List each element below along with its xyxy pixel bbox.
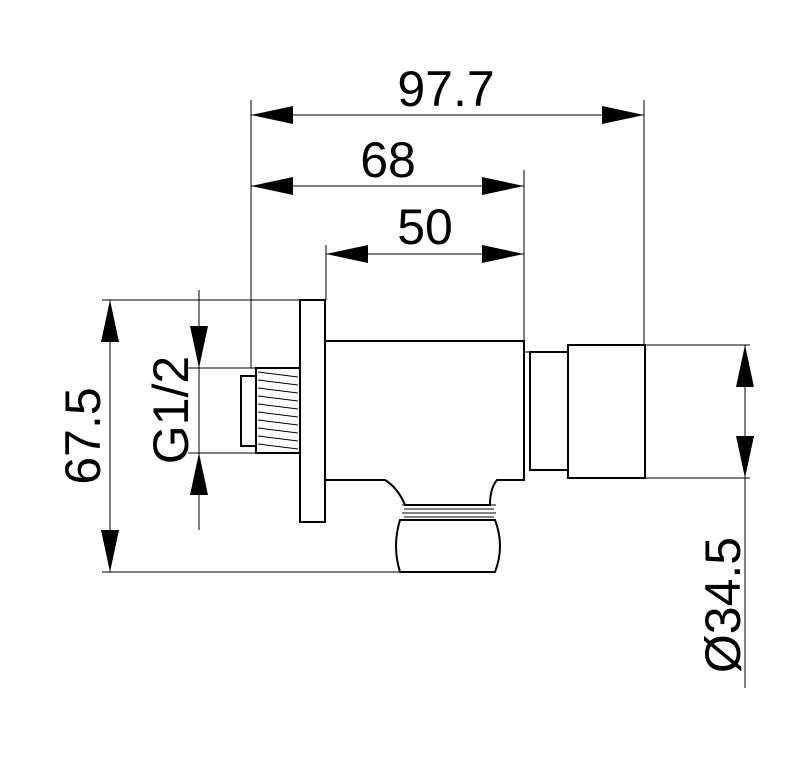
outlet-nut xyxy=(395,519,501,573)
dimension-overall-length-label: 97.7 xyxy=(397,61,494,117)
dimension-overall-length: 97.7 xyxy=(251,61,644,124)
dimension-body-length: 50 xyxy=(326,199,524,263)
dimension-outlet-length-label: 68 xyxy=(360,132,416,188)
end-holder xyxy=(567,344,646,479)
dimension-body-length-label: 50 xyxy=(397,199,453,255)
dimension-flange-diameter-label: Ø34.5 xyxy=(695,537,751,673)
dimension-thread: G1/2 xyxy=(143,290,208,530)
outlet-thread xyxy=(402,504,496,518)
dimension-thread-label: G1/2 xyxy=(143,356,199,464)
dimension-overall-height-label: 67.5 xyxy=(55,387,111,484)
wall-flange xyxy=(299,299,326,523)
threaded-connector xyxy=(240,367,301,454)
dimension-overall-height: 67.5 xyxy=(55,300,119,572)
dimension-flange-diameter: Ø34.5 xyxy=(695,345,754,688)
dimension-outlet-length: 68 xyxy=(251,132,524,195)
valve-body xyxy=(325,340,525,506)
stem xyxy=(529,351,569,471)
